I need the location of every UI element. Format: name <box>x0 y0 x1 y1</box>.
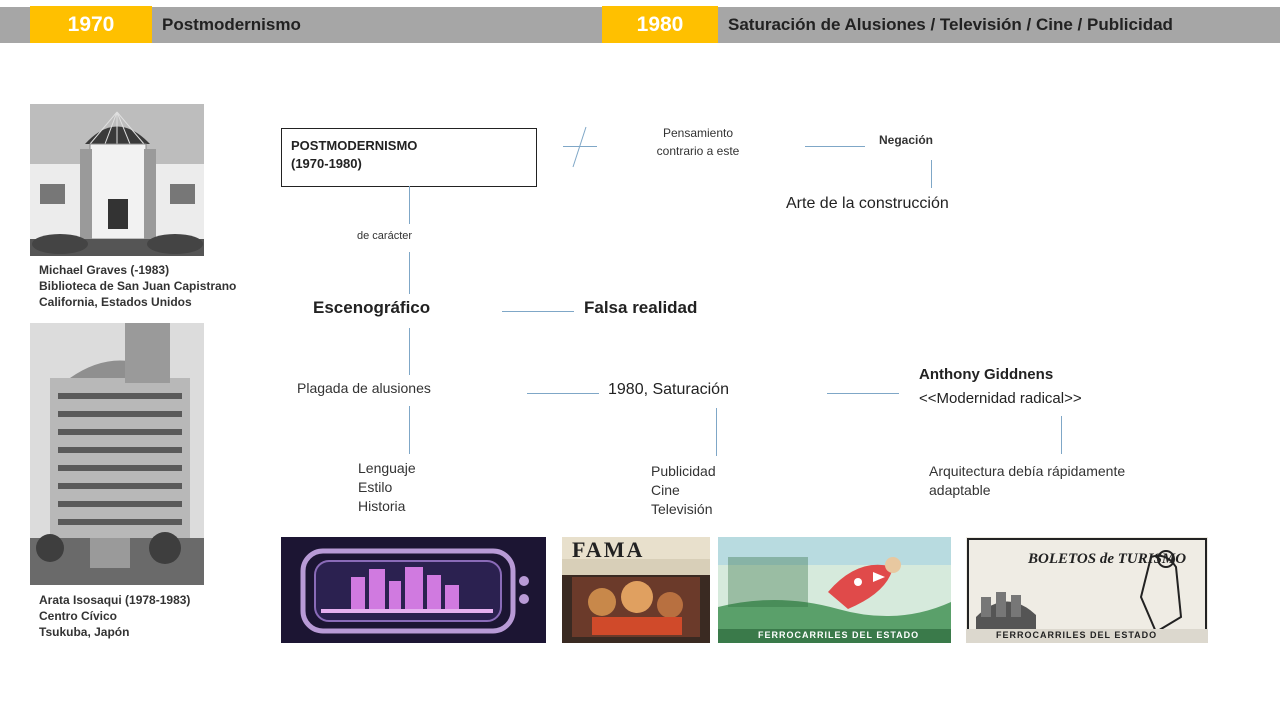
boletos-title: BOLETOS de TURISMO <box>1028 551 1187 567</box>
header-title-2: Saturación de Alusiones / Televisión / C… <box>728 15 1173 34</box>
plagada-label: Plagada de alusiones <box>297 380 431 396</box>
connector-lenguaje <box>409 406 410 454</box>
tv-city-image <box>281 537 546 643</box>
giddens-name: Anthony Giddnens <box>919 366 1054 383</box>
saturacion-label: 1980, Saturación <box>608 381 729 398</box>
giddens-book: <<Modernidad radical>> <box>919 390 1082 407</box>
isosaki-civic-center-photo <box>30 323 204 585</box>
boletos-turismo-poster: BOLETOS de TURISMO FERROCARRILES DEL EST… <box>966 537 1208 643</box>
connector-caracter-bottom <box>409 252 410 294</box>
arquitectura-label: Arquitectura debía rápidamente adaptable <box>929 463 1126 498</box>
connector-arte <box>931 160 932 188</box>
connector-caracter-top <box>409 186 410 224</box>
year-badge-1970: 1970 <box>30 6 152 43</box>
negacion-label: Negación <box>879 133 934 147</box>
graves-library-photo <box>30 104 204 256</box>
escenografico-label: Escenográfico <box>313 298 431 317</box>
connector-negacion <box>805 146 865 147</box>
de-caracter-label: de carácter <box>357 230 413 242</box>
box-title: POSTMODERNISMO (1970-1980) <box>291 138 418 171</box>
publicidad-list: Publicidad Cine Televisión <box>651 463 716 517</box>
fama-title: FAMA <box>572 537 645 562</box>
ferrocarriles-label-2: FERROCARRILES DEL ESTADO <box>996 630 1158 640</box>
falsa-realidad-label: Falsa realidad <box>584 298 698 317</box>
negation-slash <box>572 126 587 168</box>
ferrocarriles-label-1: FERROCARRILES DEL ESTADO <box>758 630 920 640</box>
header-title-1: Postmodernismo <box>162 15 301 34</box>
connector-publicidad <box>716 408 717 456</box>
pensamiento-label: Pensamiento contrario a este <box>656 126 740 158</box>
connector-giddens <box>827 393 899 394</box>
connector-saturacion <box>527 393 599 394</box>
arte-label: Arte de la construcción <box>786 195 949 212</box>
year-badge-1980: 1980 <box>602 6 718 43</box>
shark-travel-poster: FERROCARRILES DEL ESTADO <box>718 537 951 643</box>
lenguaje-list: Lenguaje Estilo Historia <box>358 460 416 514</box>
graves-caption: Michael Graves (-1983) Biblioteca de San… <box>39 263 237 309</box>
connector-plagada <box>409 328 410 375</box>
isosaki-caption: Arata Isosaqui (1978-1983) Centro Cívico… <box>39 593 191 639</box>
fama-poster: FAMA <box>562 537 710 643</box>
connector-falsa <box>502 311 574 312</box>
postmodernismo-box: POSTMODERNISMO (1970-1980) <box>281 128 537 187</box>
connector-arquitectura <box>1061 416 1062 454</box>
